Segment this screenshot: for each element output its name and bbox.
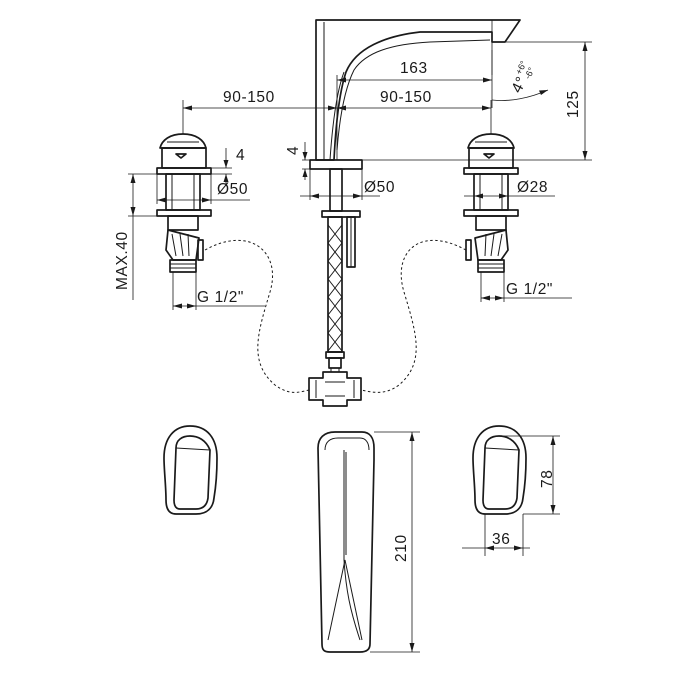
left-handle-elevation	[156, 133, 212, 273]
dim-angle-base: 4°	[508, 74, 530, 96]
dim-spout-length: 210	[393, 534, 410, 562]
dim-spout-base-diameter: Ø50	[364, 179, 395, 196]
dim-spout-height: 125	[565, 90, 582, 118]
dim-hole-diameter: Ø28	[517, 179, 548, 196]
dim-left-spacing: 90-150	[223, 89, 275, 106]
dim-max-deck-thickness: MAX.40	[114, 231, 131, 290]
spout-plan	[317, 431, 375, 653]
dim-angle: 4° +6° -6°	[508, 59, 536, 96]
dim-handle-depth: 78	[539, 470, 556, 488]
left-handle-plan	[163, 425, 218, 515]
dim-handle-flange-thickness: 4	[236, 147, 245, 164]
dim-spout-reach: 163	[400, 60, 428, 77]
dim-angle-tol-minus: -6°	[522, 65, 536, 80]
spout-elevation	[308, 19, 521, 407]
flex-hoses	[204, 239, 467, 393]
dim-left-connection: G 1/2"	[197, 289, 244, 306]
dim-right-spacing: 90-150	[380, 89, 432, 106]
dim-right-connection: G 1/2"	[506, 281, 553, 298]
dim-handle-diameter: Ø50	[217, 181, 248, 198]
dimension-lines	[128, 20, 592, 653]
right-handle-plan	[472, 425, 527, 515]
dim-handle-width: 36	[492, 531, 510, 548]
dim-flange-thickness: 4	[285, 146, 302, 155]
dimension-labels: 163 90-150 90-150 125 4° +6° -6° 4 4 Ø50…	[114, 59, 582, 562]
right-handle-elevation	[463, 133, 519, 273]
